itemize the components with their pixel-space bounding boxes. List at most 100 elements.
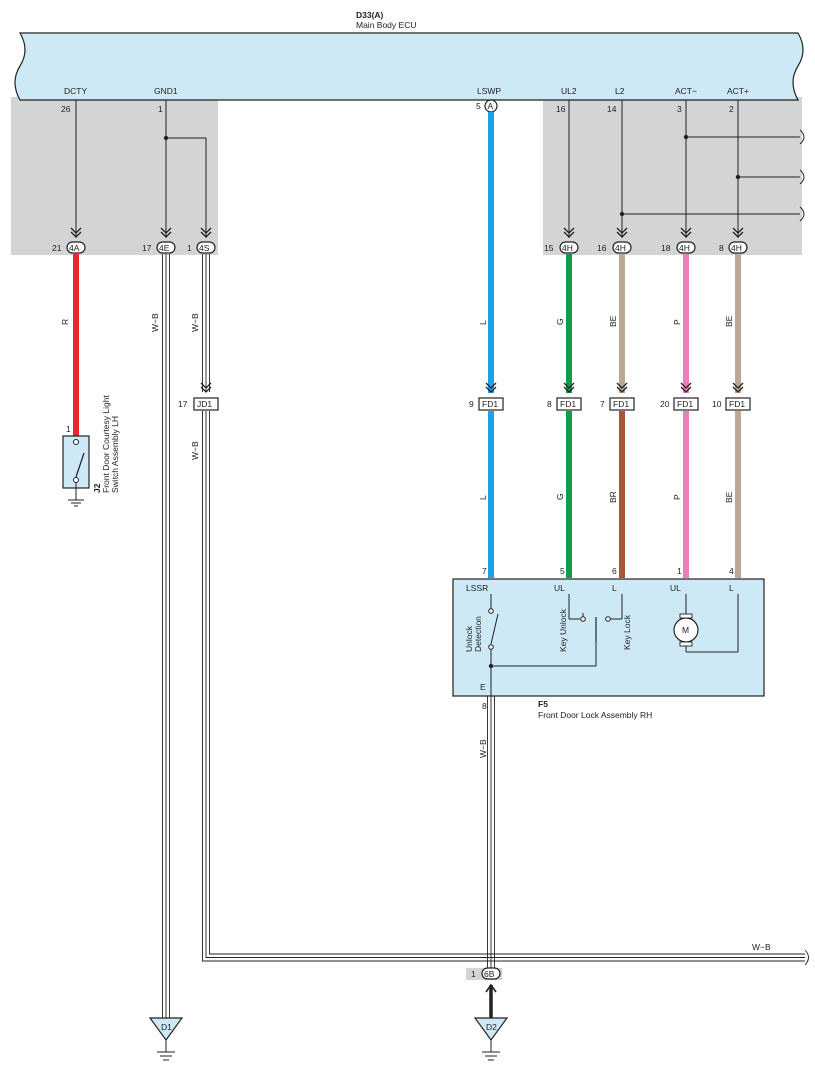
bottom-conn-6b (481, 967, 501, 980)
j2-contact-top (73, 439, 79, 445)
f5-body (452, 578, 765, 697)
junction-pin-8: 8 (719, 243, 724, 253)
f5-pin-4: 4 (729, 566, 734, 576)
wire-gnd1-wb (162, 254, 170, 1018)
pin-name-l2: L2 (615, 86, 625, 96)
f5-switch-key-unlock: Key Unlock (558, 608, 568, 652)
actm-junction-dot (683, 134, 689, 140)
jd1-pin: 17 (178, 399, 188, 409)
f5-ref: F5 (538, 699, 548, 709)
lswp-connector-label: A (488, 101, 494, 111)
junction-pin-17: 17 (142, 243, 152, 253)
j2-ground-icon (68, 499, 84, 507)
pin-name-actp: ACT+ (727, 86, 749, 96)
j2-contact-bot (73, 477, 79, 483)
junction-pin-1: 1 (187, 243, 192, 253)
j2-ref: J2 (92, 483, 102, 493)
wire-jd1-wb (202, 411, 809, 966)
pin-name-ul2: UL2 (561, 86, 577, 96)
wire-label-be-top: BE (608, 315, 618, 327)
ground-d1-triangle (148, 1017, 184, 1042)
pin-num-dcty: 26 (61, 104, 71, 114)
wire-f5-wb (487, 696, 495, 968)
junction-pin-18: 18 (661, 243, 671, 253)
f5-motor-brush-bot (679, 641, 693, 647)
f5-switch-unlock-line2: Detection (473, 616, 483, 652)
junction-conn-4h-c: 4H (679, 243, 690, 253)
f5-unlock-contact-top (488, 608, 494, 614)
fd1a-conn: FD1 (482, 399, 498, 409)
fd1c-conn: FD1 (613, 399, 629, 409)
wire-label-r: R (60, 319, 70, 325)
f5-switch-unlock-line1: Unlock (464, 625, 474, 652)
wire-label-wb-3: W−B (190, 441, 200, 460)
wire-label-be2-top: BE (724, 315, 734, 327)
f5-pin-1: 1 (677, 566, 682, 576)
f5-term-l-2: L (729, 583, 734, 593)
fd1b-pin: 8 (547, 399, 552, 409)
wire-label-be2-bot: BE (724, 491, 734, 503)
f5-pin-7: 7 (482, 566, 487, 576)
wire-label-wb-f5: W−B (478, 739, 488, 758)
j2-name-line2: Switch Assembly LH (110, 416, 120, 493)
f5-term-lssr: LSSR (466, 583, 488, 593)
j2-pin: 1 (66, 424, 71, 434)
wire-label-p-top: P (672, 319, 682, 325)
wire-label-g-bot: G (555, 493, 565, 500)
gnd1-junction-dot (163, 135, 169, 141)
pin-num-l2: 14 (607, 104, 617, 114)
junction-conn-4h-a: 4H (562, 243, 573, 253)
junction-conn-4s: 4S (199, 243, 210, 253)
pin-num-actp: 2 (729, 104, 734, 114)
wire-label-l-bot: L (478, 495, 488, 500)
ecu-name: Main Body ECU (356, 20, 416, 30)
pin-name-lswp: LSWP (477, 86, 501, 96)
f5-pin-6: 6 (612, 566, 617, 576)
pin-num-lswp: 5 (476, 101, 481, 111)
ground-d2-label: D2 (486, 1022, 497, 1032)
ground-d2-triangle (473, 1017, 509, 1042)
f5-term-ul-2: UL (670, 583, 681, 593)
f5-ground-junction-dot (488, 663, 494, 669)
ground-d1-label: D1 (161, 1022, 172, 1032)
jd1-conn: JD1 (197, 399, 212, 409)
wire-label-br-bot: BR (608, 491, 618, 503)
junction-conn-4a: 4A (69, 243, 80, 253)
ground-d1-icon (157, 1040, 175, 1061)
fd1e-conn: FD1 (729, 399, 745, 409)
ecu-bottom-connectors (66, 241, 748, 254)
f5-motor-brush-top (679, 613, 693, 619)
bottom-conn-pin: 1 (471, 969, 476, 979)
f5-term-l-1: L (612, 583, 617, 593)
f5-term-e: E (480, 682, 486, 692)
junction-pin-16: 16 (597, 243, 607, 253)
l2-junction-dot (619, 211, 625, 217)
ecu-internal-left (75, 100, 207, 238)
ecu-right-shade (543, 97, 802, 255)
wire-label-g-top: G (555, 318, 565, 325)
junction-conn-4e: 4E (159, 243, 170, 253)
mid-connectors (193, 397, 751, 411)
f5-keyunlock-contact (580, 616, 586, 622)
bottom-conn-label: 6B (484, 969, 495, 979)
ecu-body (14, 32, 804, 101)
wire-4s-wb (202, 254, 210, 392)
ecu-ref: D33(A) (356, 10, 384, 20)
ecu-internal-right (568, 100, 805, 238)
fd1e-pin: 10 (712, 399, 722, 409)
f5-term-ul-1: UL (554, 583, 565, 593)
f5-keylock-contact (605, 616, 611, 622)
pin-num-actm: 3 (677, 104, 682, 114)
wire-label-wb-2: W−B (190, 313, 200, 332)
fd1a-pin: 9 (469, 399, 474, 409)
wire-label-wb-1: W−B (150, 313, 160, 332)
j2-name-line1: Front Door Courtesy Light (101, 395, 111, 493)
f5-switch-key-lock: Key Lock (622, 614, 632, 650)
pin-name-gnd1: GND1 (154, 86, 178, 96)
wire-label-p-bot: P (672, 494, 682, 500)
junction-conn-4h-b: 4H (615, 243, 626, 253)
pin-num-gnd1: 1 (158, 104, 163, 114)
f5-pin-8: 8 (482, 701, 487, 711)
